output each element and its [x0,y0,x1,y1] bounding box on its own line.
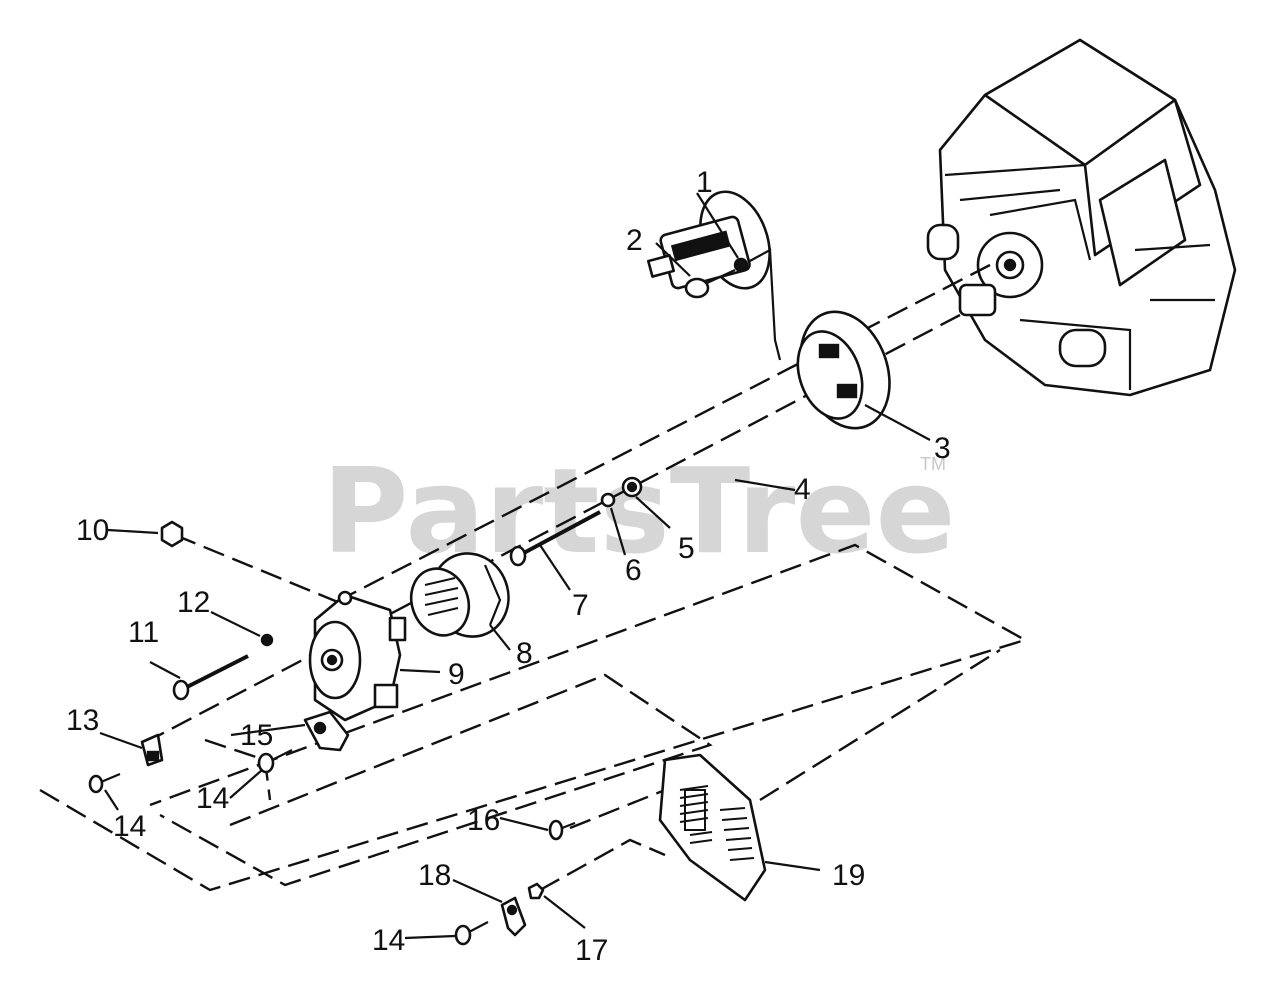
callout-1: 1 [696,166,713,199]
callout-17: 17 [575,934,608,967]
washer-part-12 [260,633,274,647]
stator-part [409,552,510,638]
bracket-part-13 [140,733,164,767]
through-bolt-part [509,510,601,567]
callout-18: 18 [418,859,451,892]
screw-part-2 [684,277,710,299]
callout-4: 4 [794,473,811,506]
cover-plate-part-19 [658,753,767,902]
axis-line-lower [149,313,961,742]
callout-19: 19 [832,859,865,892]
callout-11: 11 [128,616,159,649]
dashed-line-17 [539,838,666,892]
callout-12: 12 [177,586,210,619]
callout-14-a: 14 [113,810,146,843]
watermark-tm: TM [920,454,946,474]
callout-5: 5 [678,532,695,565]
callout-8: 8 [516,637,533,670]
nut-part-10 [160,520,184,548]
callout-3: 3 [934,432,951,465]
callout-14-b: 14 [196,782,229,815]
washer-part-6 [600,492,616,508]
callout-13: 13 [66,704,99,737]
terminal-part-15 [303,710,350,752]
dashed-line-16 [569,788,666,830]
bolt-part-11 [172,654,249,701]
callout-7: 7 [572,589,589,622]
callout-2: 2 [626,224,643,257]
screw-part-14a [88,772,121,794]
callout-6: 6 [625,554,642,587]
callout-9: 9 [448,658,465,691]
clamp-part-18 [500,896,527,937]
end-bell-part [308,590,407,722]
engine-part [926,38,1237,397]
screw-part-14c [454,921,489,946]
dashed-loop-inner [159,673,713,887]
rotor-part [647,190,771,290]
watermark-text: PartsTree [322,442,956,580]
screw-part-16 [548,819,576,841]
nut-part-1 [733,257,749,273]
nut-part-17 [527,882,545,900]
dashed-line-19 [759,648,1001,802]
dashed-loop-outer [39,543,1029,892]
callout-16: 16 [467,804,500,837]
screw-part-14b [257,749,293,774]
callout-14-c: 14 [372,924,405,957]
flywheel-ring-part [796,310,891,430]
callout-15: 15 [240,719,273,752]
callout-10: 10 [76,514,109,547]
